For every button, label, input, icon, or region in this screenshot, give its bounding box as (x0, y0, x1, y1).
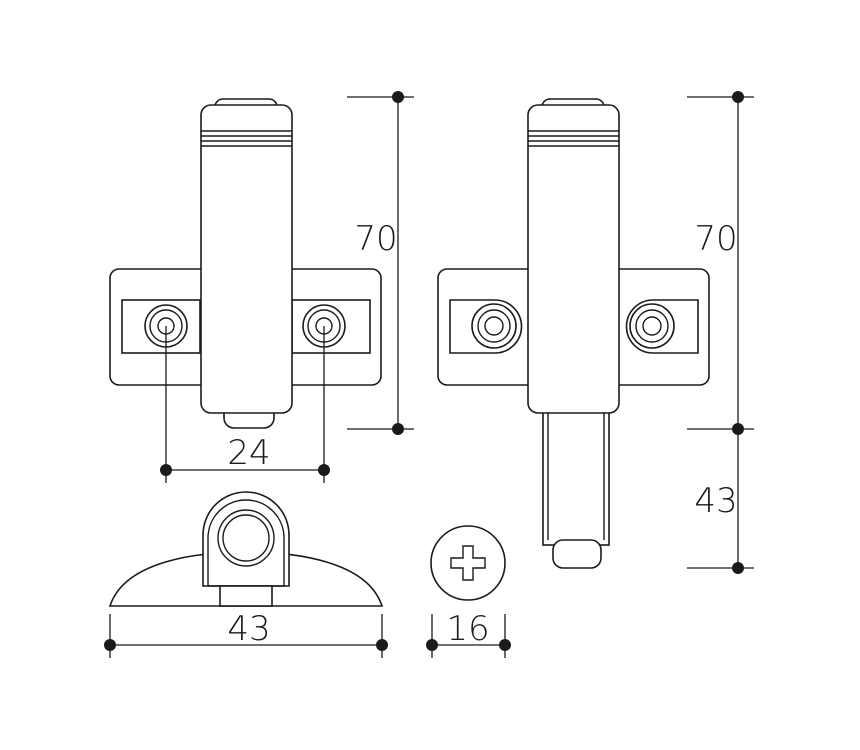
front-view (109, 98, 382, 429)
side-plunger (542, 399, 610, 546)
side-view (437, 98, 710, 569)
phillips-cross-icon (450, 545, 486, 581)
side-height-dimension: 70 43 (687, 91, 754, 574)
base-view (108, 491, 384, 607)
base-center-hole (222, 514, 270, 562)
head-diameter-dimension: 16 (426, 609, 511, 658)
side-extension-label: 43 (694, 481, 737, 521)
base-center-hole-outer (217, 509, 275, 567)
base-dome-inner (207, 499, 285, 586)
hole-spacing-label: 24 (227, 433, 270, 473)
front-body (200, 104, 293, 414)
side-plunger-tip (552, 539, 602, 569)
side-right-screw-inner (642, 316, 662, 336)
side-body (527, 104, 620, 414)
screw-head-view (430, 525, 506, 601)
side-right-screw-mid (635, 309, 669, 343)
side-left-screw-inner (484, 316, 504, 336)
screw-head (430, 525, 506, 601)
base-width-label: 43 (227, 609, 270, 649)
base-foot (219, 585, 273, 607)
base-width-dimension: 43 (104, 609, 388, 658)
front-height-dimension: 70 (347, 91, 414, 435)
base-dome (202, 491, 290, 587)
hole-spacing-dimension: 24 (160, 326, 330, 483)
side-height-label: 70 (694, 219, 737, 259)
front-height-label: 70 (354, 219, 397, 259)
side-left-screw-mid (477, 309, 511, 343)
head-diameter-label: 16 (446, 609, 489, 649)
